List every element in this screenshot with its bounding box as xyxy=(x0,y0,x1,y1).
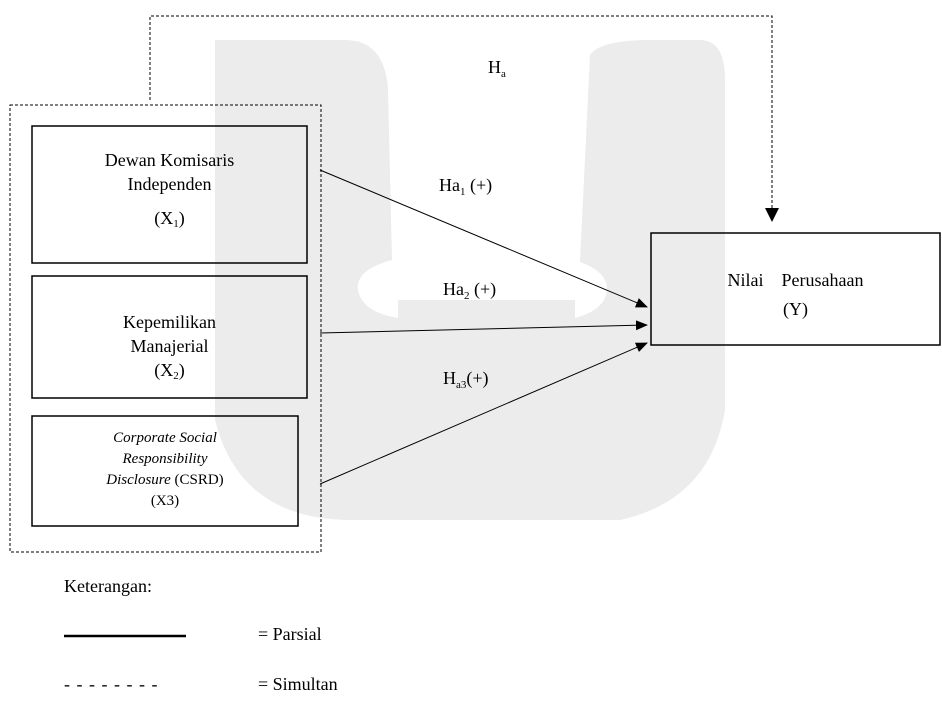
box-x3-text: Corporate Social Responsibility Disclosu… xyxy=(32,428,298,512)
independent-variables-group xyxy=(9,104,322,553)
x2-line1: Kepemilikan xyxy=(123,312,216,332)
arrow-x2-y xyxy=(319,320,648,334)
x1-line2: Independen xyxy=(127,174,212,194)
box-x3 xyxy=(31,415,299,527)
box-x2 xyxy=(31,275,308,399)
box-x1-text: Dewan Komisaris Independen (X1) xyxy=(32,148,307,236)
y-line1: Nilai Perusahaan xyxy=(727,270,864,290)
label-ha1: Ha1 (+) xyxy=(439,175,492,198)
legend-title: Keterangan: xyxy=(64,576,152,596)
simultaneous-path xyxy=(149,15,773,210)
box-y-text: Nilai Perusahaan (Y) xyxy=(651,268,940,321)
x1-var: (X1) xyxy=(154,208,185,230)
label-ha2: Ha2 (+) xyxy=(443,279,496,302)
legend-partial: = Parsial xyxy=(258,624,322,644)
box-x2-text: Kepemilikan Manajerial (X2) xyxy=(32,310,307,388)
x3-var: (X3) xyxy=(150,493,180,509)
legend-dashed-sample: - - - - - - - - xyxy=(64,674,159,694)
arrow-x3-y xyxy=(319,342,648,485)
label-ha: Ha xyxy=(488,57,506,80)
x3-line3: Disclosure (CSRD) xyxy=(106,472,224,488)
label-ha3: Ha3(+) xyxy=(443,368,489,391)
simultaneous-arrowhead xyxy=(765,208,779,222)
x3-line2: Responsibility xyxy=(122,451,208,467)
box-x1 xyxy=(31,125,308,264)
y-var: (Y) xyxy=(783,299,808,319)
x1-line1: Dewan Komisaris xyxy=(104,150,235,170)
x3-line1: Corporate Social xyxy=(113,430,217,446)
arrow-x1-y xyxy=(319,169,648,308)
watermark-logo xyxy=(215,40,725,520)
x2-var: (X2) xyxy=(154,360,185,382)
box-y xyxy=(650,232,941,346)
x2-line2: Manajerial xyxy=(130,336,209,356)
legend-simultaneous: = Simultan xyxy=(258,674,338,694)
